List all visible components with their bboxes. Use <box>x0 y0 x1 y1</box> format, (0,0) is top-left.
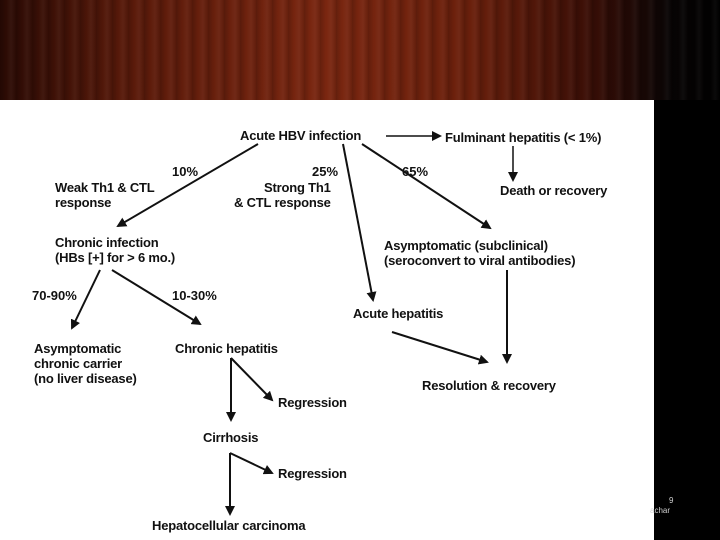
node-cirrhosis: Cirrhosis <box>203 430 259 445</box>
node-chronic-hepatitis: Chronic hepatitis <box>175 341 278 356</box>
node-regression-2: Regression <box>278 466 347 481</box>
slide-author: achar <box>650 506 671 515</box>
arrow-chronic-to-carrier <box>70 269 101 330</box>
arrow-chronic-to-chronic-hepatitis <box>111 269 202 326</box>
label-70-90-percent: 70-90% <box>32 288 77 303</box>
arrow-cirrhosis-to-regression <box>229 452 274 475</box>
node-death-or-recovery: Death or recovery <box>500 183 608 198</box>
arrow-acute-to-chronic-infection <box>116 143 259 228</box>
slide-number: 9 <box>669 496 674 505</box>
node-strong-th1-response: Strong Th1 & CTL response <box>234 180 331 210</box>
arrow-acute-hepatitis-to-resolution <box>391 331 489 365</box>
arrow-acute-to-acute-hepatitis <box>342 143 377 302</box>
label-10-percent: 10% <box>172 164 199 179</box>
node-acute-hbv-infection: Acute HBV infection <box>240 128 362 143</box>
node-hepatocellular-carcinoma: Hepatocellular carcinoma <box>152 518 306 533</box>
node-asymptomatic-subclinical: Asymptomatic (subclinical) (seroconvert … <box>384 238 576 268</box>
node-asymptomatic-chronic-carrier: Asymptomatic chronic carrier (no liver d… <box>34 341 137 386</box>
arrow-chronic-hepatitis-to-regression <box>230 357 274 402</box>
node-chronic-infection: Chronic infection (HBs [+] for > 6 mo.) <box>55 235 176 265</box>
label-65-percent: 65% <box>402 164 429 179</box>
diagram-arrows <box>70 131 518 516</box>
hbv-flow-diagram: Acute HBV infection Fulminant hepatitis … <box>0 100 654 540</box>
node-regression-1: Regression <box>278 395 347 410</box>
node-fulminant-hepatitis: Fulminant hepatitis (< 1%) <box>445 130 602 145</box>
node-acute-hepatitis: Acute hepatitis <box>353 306 444 321</box>
node-weak-th1-response: Weak Th1 & CTL response <box>55 180 155 210</box>
label-10-30-percent: 10-30% <box>172 288 217 303</box>
node-resolution-and-recovery: Resolution & recovery <box>422 378 556 393</box>
arrow-acute-to-subclinical <box>361 143 492 230</box>
label-25-percent: 25% <box>312 164 339 179</box>
